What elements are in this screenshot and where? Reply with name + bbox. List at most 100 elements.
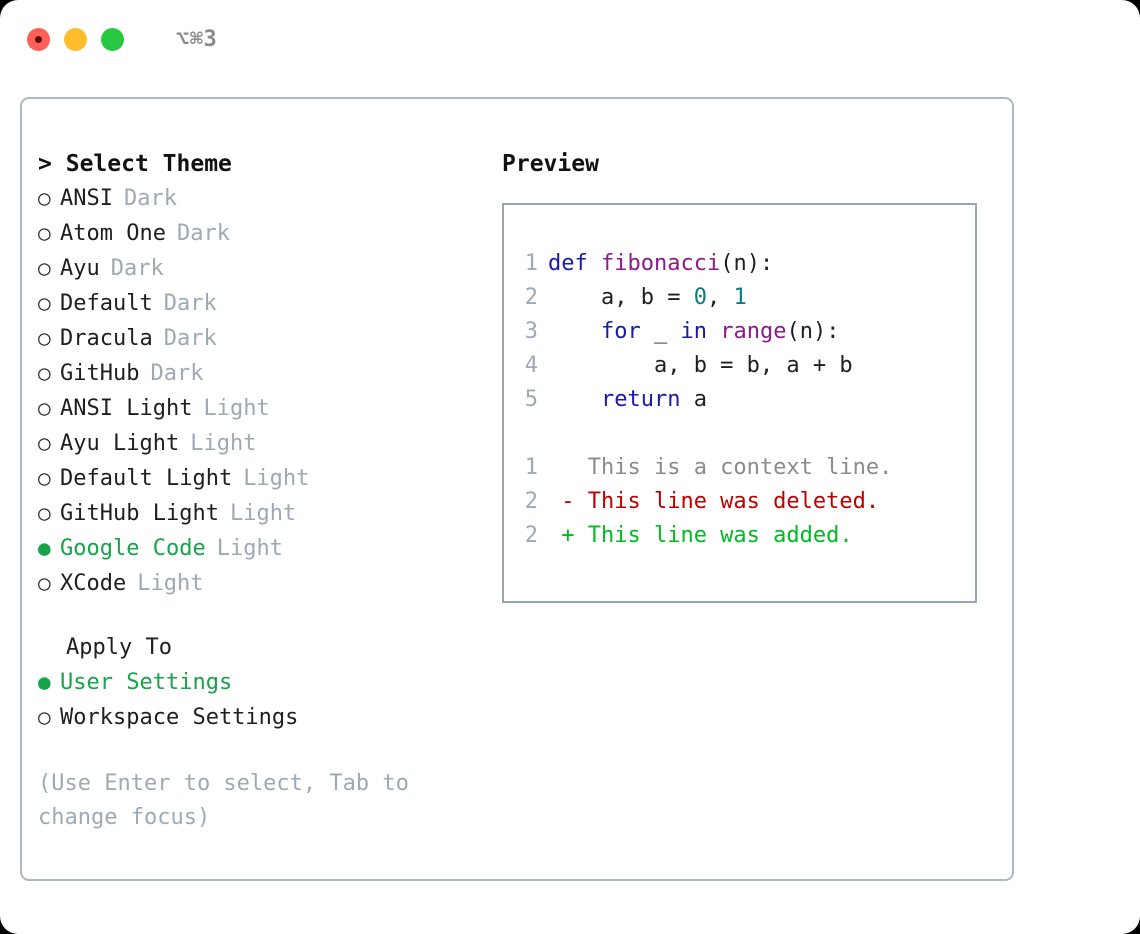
- theme-option-label: Default: [60, 291, 153, 316]
- code-token-fn: range: [720, 319, 787, 344]
- theme-option-label: ANSI Light: [60, 396, 193, 421]
- help-hint-text: (Use Enter to select, Tab to change focu…: [38, 771, 409, 830]
- theme-variant-tag: Light: [190, 431, 257, 456]
- radio-unselected-icon: ○: [38, 326, 51, 350]
- apply-to-option-workspace-settings[interactable]: ○Workspace Settings: [38, 700, 478, 735]
- code-token-num: 0: [693, 285, 707, 310]
- traffic-lights: [27, 27, 124, 51]
- radio-unselected-icon: ○: [38, 431, 51, 455]
- theme-option-default[interactable]: ○ Default Dark: [38, 286, 478, 321]
- code-token-kw: return: [600, 387, 681, 412]
- theme-option-label: ANSI: [60, 186, 113, 211]
- theme-option-label: Ayu Light: [60, 431, 180, 456]
- code-token-num: 1: [733, 285, 747, 310]
- code-line-number: 1: [524, 251, 538, 276]
- preview-title: Preview: [502, 151, 599, 177]
- radio-unselected-icon: ○: [38, 221, 51, 245]
- theme-option-label: GitHub Light: [60, 501, 219, 526]
- theme-option-ayu[interactable]: ○ Ayu Dark: [38, 251, 478, 286]
- code-token-kw: for: [600, 319, 641, 344]
- theme-variant-tag: Dark: [163, 291, 217, 316]
- code-line: 5 return a: [504, 383, 975, 417]
- theme-option-ansi[interactable]: ○ ANSI Dark: [38, 181, 478, 216]
- theme-variant-tag: Dark: [176, 221, 230, 246]
- theme-option-label: Dracula: [60, 326, 153, 351]
- apply-to-option-user-settings[interactable]: ●User Settings: [38, 665, 478, 700]
- theme-option-dracula[interactable]: ○ Dracula Dark: [38, 321, 478, 356]
- apply-to-title: Apply To: [66, 635, 172, 660]
- theme-variant-tag: Light: [229, 501, 297, 526]
- code-line-text: a, b = 0, 1: [548, 281, 747, 315]
- code-line-number: 5: [524, 387, 538, 412]
- code-spacer: [504, 417, 975, 451]
- theme-variant-tag: Dark: [150, 361, 204, 386]
- diff-line-text: - This line was deleted.: [548, 489, 880, 514]
- title-bar: ⌥⌘3: [0, 0, 1140, 78]
- theme-option-github[interactable]: ○ GitHub Dark: [38, 356, 478, 391]
- diff-sample: 1 This is a context line.2 - This line w…: [504, 451, 975, 553]
- minimize-button-icon[interactable]: [64, 27, 87, 51]
- code-token-plain: a: [680, 387, 707, 412]
- diff-line-ctx: 1 This is a context line.: [504, 451, 975, 485]
- code-line: 1 def fibonacci(n):: [504, 247, 975, 281]
- code-token-plain: [548, 319, 601, 344]
- theme-option-label: Google Code: [60, 536, 206, 561]
- code-token-fn: fibonacci: [600, 251, 721, 276]
- theme-option-label: Ayu: [60, 256, 100, 281]
- diff-line-number: 2: [524, 489, 538, 514]
- keyboard-shortcut-label: ⌥⌘3: [176, 26, 218, 52]
- radio-unselected-icon: ○: [38, 705, 51, 729]
- select-theme-header: > Select Theme: [38, 147, 478, 181]
- diff-line-text: + This line was added.: [548, 523, 853, 548]
- code-line-number: 2: [524, 285, 538, 310]
- code-line: 3 for _ in range(n):: [504, 315, 975, 349]
- radio-unselected-icon: ○: [38, 186, 51, 210]
- radio-unselected-icon: ○: [38, 291, 51, 315]
- theme-variant-tag: Light: [216, 536, 283, 561]
- code-token-plain: a, b = b, a + b: [548, 353, 853, 378]
- theme-option-label: GitHub: [60, 361, 140, 386]
- radio-unselected-icon: ○: [38, 256, 51, 280]
- code-line: 4 a, b = b, a + b: [504, 349, 975, 383]
- radio-unselected-icon: ○: [38, 571, 51, 595]
- code-token-plain: [707, 319, 720, 344]
- close-button-icon[interactable]: [27, 27, 50, 51]
- apply-to-option-label: User Settings: [60, 670, 233, 695]
- diff-line-text: This is a context line.: [548, 455, 893, 480]
- code-line-text: def fibonacci(n):: [548, 247, 773, 281]
- radio-unselected-icon: ○: [38, 396, 51, 420]
- code-line-text: a, b = b, a + b: [548, 349, 853, 383]
- apply-to-list: ●User Settings○Workspace Settings: [38, 665, 478, 735]
- theme-variant-tag: Light: [137, 571, 204, 596]
- code-line-number: 3: [524, 319, 538, 344]
- code-line-text: return a: [548, 383, 707, 417]
- diff-line-del: 2 - This line was deleted.: [504, 485, 975, 519]
- theme-variant-tag: Dark: [123, 186, 177, 211]
- code-token-plain: (n):: [786, 319, 840, 344]
- maximize-button-icon[interactable]: [101, 27, 124, 51]
- radio-unselected-icon: ○: [38, 361, 51, 385]
- code-line-text: for _ in range(n):: [548, 315, 839, 349]
- code-token-kw: def: [548, 251, 601, 276]
- theme-option-ayu-light[interactable]: ○ Ayu Light Light: [38, 426, 478, 461]
- theme-variant-tag: Dark: [110, 256, 164, 281]
- theme-option-label: Default Light: [60, 466, 233, 491]
- theme-variant-tag: Light: [243, 466, 310, 491]
- code-token-plain: (n):: [720, 251, 774, 276]
- code-token-kw: in: [680, 319, 707, 344]
- diff-line-add: 2 + This line was added.: [504, 519, 975, 553]
- theme-variant-tag: Dark: [163, 326, 217, 351]
